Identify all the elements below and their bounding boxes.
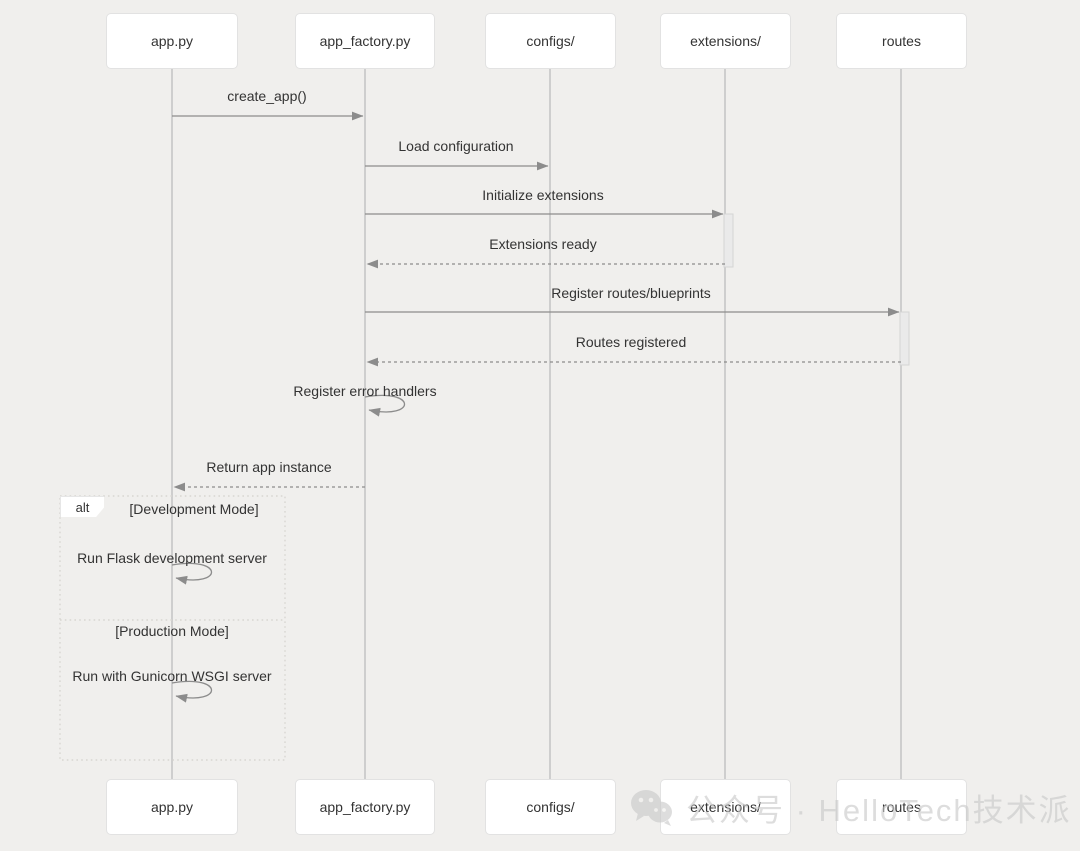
participant-top-factory[interactable]: app_factory.py [295,13,435,69]
message-label-5: Routes registered [575,334,687,350]
message-label-3: Extensions ready [489,236,597,252]
participant-top-extensions[interactable]: extensions/ [660,13,791,69]
alt-condition-1: [Production Mode] [115,623,229,639]
activations-group [723,213,910,366]
alt-self-loop-0 [171,562,213,585]
participant-label: extensions/ [690,799,761,815]
participant-bottom-app[interactable]: app.py [106,779,238,835]
participant-top-app[interactable]: app.py [106,13,238,69]
alt-message-label-1: Run with Gunicorn WSGI server [72,668,272,684]
participant-bottom-factory[interactable]: app_factory.py [295,779,435,835]
message-arrow-6 [364,394,406,417]
activation-routes [899,311,910,366]
alt-self-loop-1 [171,680,213,703]
message-label-7: Return app instance [206,459,332,475]
alt-fragment-tag: alt [60,496,104,517]
participant-label: app_factory.py [319,33,411,49]
alt-fragment-border [59,495,286,761]
participant-label: app_factory.py [319,799,411,815]
lifelines-group [171,69,902,779]
message-label-0: create_app() [227,88,307,104]
participant-bottom-routes[interactable]: routes [836,779,967,835]
participant-label: extensions/ [690,33,761,49]
participant-label: configs/ [526,33,575,49]
message-label-1: Load configuration [398,138,514,154]
messages-group [171,111,901,703]
alt-message-label-0: Run Flask development server [77,550,267,566]
participant-label: app.py [150,799,194,815]
participant-label: configs/ [526,799,575,815]
message-label-2: Initialize extensions [482,187,604,203]
participant-top-configs[interactable]: configs/ [485,13,616,69]
participant-top-routes[interactable]: routes [836,13,967,69]
participant-label: routes [882,799,921,815]
alt-fragment-outline [59,495,286,761]
message-label-4: Register routes/blueprints [551,285,711,301]
participant-label: routes [882,33,921,49]
alt-condition-0: [Development Mode] [129,501,259,517]
activation-extensions [723,213,734,268]
participant-label: app.py [150,33,194,49]
message-label-6: Register error handlers [293,383,437,399]
participant-bottom-extensions[interactable]: extensions/ [660,779,791,835]
participant-bottom-configs[interactable]: configs/ [485,779,616,835]
